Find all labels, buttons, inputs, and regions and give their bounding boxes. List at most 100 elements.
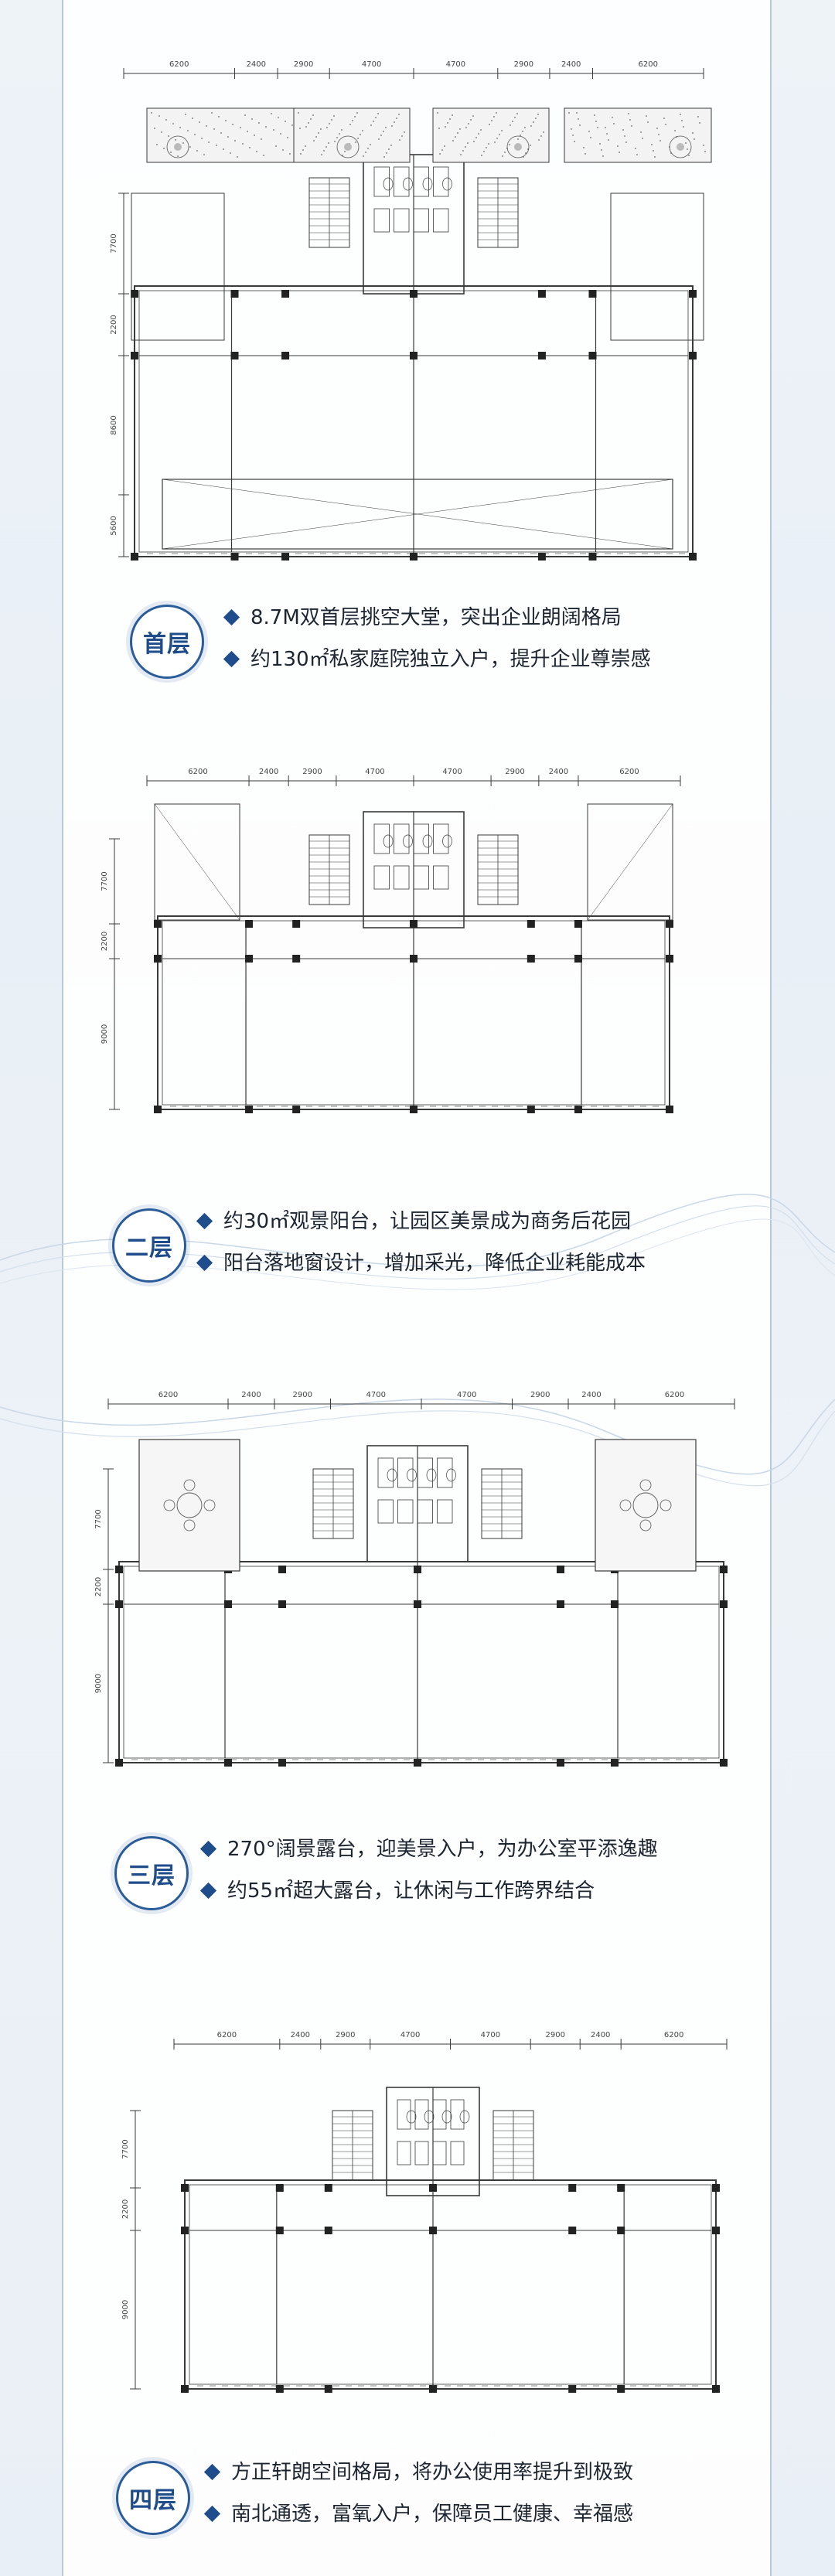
paving-dot xyxy=(493,116,495,118)
utility-room xyxy=(413,208,429,233)
balcony-hatch xyxy=(587,803,673,921)
paving-dot xyxy=(597,127,598,128)
paving-dot xyxy=(441,149,443,151)
paving-dot xyxy=(334,141,336,142)
paving-dot xyxy=(472,115,474,117)
courtyard xyxy=(432,107,550,163)
paving-dot xyxy=(595,121,597,122)
paving-dot xyxy=(659,140,661,141)
paving-dot xyxy=(329,123,330,124)
structural-column xyxy=(154,920,162,928)
structural-column xyxy=(611,1600,619,1608)
paving-dot xyxy=(194,134,196,135)
structural-column xyxy=(527,1106,535,1113)
paving-dot xyxy=(608,139,609,141)
structural-column xyxy=(527,920,535,928)
paving-dot xyxy=(299,128,301,129)
paving-dot xyxy=(525,152,527,154)
feature-list: 方正轩朗空间格局，将办公使用率提升到极致 南北通透，富氧入户，保障员工健康、幸福… xyxy=(203,2452,633,2535)
structural-column xyxy=(410,1106,418,1113)
structural-column xyxy=(617,2184,625,2192)
utility-room xyxy=(433,865,449,890)
structural-column xyxy=(324,2184,332,2192)
structural-column xyxy=(131,290,138,298)
structural-column xyxy=(292,1106,301,1113)
paving-dot xyxy=(445,126,446,128)
paving-dot xyxy=(163,148,165,149)
toilet-fixture xyxy=(407,1468,417,1482)
structural-column xyxy=(278,1566,286,1573)
toilet-fixture xyxy=(387,1468,397,1482)
paving-dot xyxy=(537,114,539,115)
balcony-hatch xyxy=(154,803,240,921)
paving-dot xyxy=(185,114,186,115)
structural-column xyxy=(429,2385,437,2393)
paving-dot xyxy=(481,155,482,156)
toilet-cubicle xyxy=(433,166,449,197)
toilet-cubicle xyxy=(414,2099,429,2130)
paving-dot xyxy=(151,112,152,114)
paving-dot xyxy=(635,148,636,149)
side-garden xyxy=(610,193,704,341)
dimension-label: 2900 xyxy=(505,768,524,776)
dimension-label: 2400 xyxy=(581,1391,601,1399)
paving-dot xyxy=(642,138,643,139)
paving-dot xyxy=(654,156,656,158)
terrace xyxy=(595,1439,697,1572)
toilet-cubicle xyxy=(413,823,429,854)
feature-item: 270°阔景露台，迎美景入户，为办公室平添逸趣 xyxy=(199,1828,658,1870)
paving-dot xyxy=(357,138,359,139)
balcony xyxy=(154,803,240,921)
paving-dot xyxy=(496,138,498,139)
paving-dot xyxy=(517,138,519,140)
structural-column xyxy=(557,1600,564,1608)
paving-dot xyxy=(470,119,472,121)
toilet-cubicle xyxy=(373,823,390,854)
floor-4-caption: 四层 方正轩朗空间格局，将办公使用率提升到极致 南北通透，富氧入户，保障员工健康… xyxy=(62,2431,772,2535)
dimension-label: 2200 xyxy=(110,315,118,334)
paving-dot xyxy=(473,141,475,142)
paving-dot xyxy=(172,123,174,124)
paving-dot xyxy=(328,142,329,144)
utility-room xyxy=(373,208,390,233)
paving-dot xyxy=(394,121,395,123)
paving-dot xyxy=(579,124,581,126)
paving-dot xyxy=(199,121,200,123)
paving-dot xyxy=(192,118,193,119)
paving-dot xyxy=(234,140,236,141)
paving-dot xyxy=(285,121,286,122)
structural-column xyxy=(588,352,597,359)
paving-dot xyxy=(590,137,591,138)
dimension-label: 6200 xyxy=(188,768,207,776)
canopy-line xyxy=(162,479,673,550)
paving-dot xyxy=(158,115,160,117)
structural-column xyxy=(588,553,597,561)
paving-dot xyxy=(640,131,642,133)
paving-dot xyxy=(352,120,353,121)
dimension-label: 2400 xyxy=(549,768,568,776)
dimension-label: 2900 xyxy=(336,2031,355,2039)
paving-dot xyxy=(530,145,531,146)
paving-dot xyxy=(256,151,257,152)
toilet-cubicle xyxy=(394,166,410,197)
paving-dot xyxy=(524,127,526,128)
terrace xyxy=(138,1439,240,1572)
paving-dot xyxy=(480,129,482,131)
paving-dot xyxy=(404,131,405,133)
structural-column xyxy=(568,2227,577,2234)
toilet-fixture xyxy=(383,834,394,848)
utility-room xyxy=(413,865,429,890)
paving-dot xyxy=(494,141,496,143)
dimension-label: 7700 xyxy=(94,1509,103,1528)
paving-dot xyxy=(360,134,361,135)
paving-dot xyxy=(399,139,400,141)
floor-badge: 首层 xyxy=(130,605,204,679)
paving-dot xyxy=(680,114,681,115)
utility-room xyxy=(432,2141,447,2165)
paving-dot xyxy=(594,114,595,116)
table-icon xyxy=(632,1492,659,1518)
paving-dot xyxy=(208,141,210,143)
structural-column xyxy=(689,553,697,561)
dimension-label: 7700 xyxy=(101,871,109,891)
